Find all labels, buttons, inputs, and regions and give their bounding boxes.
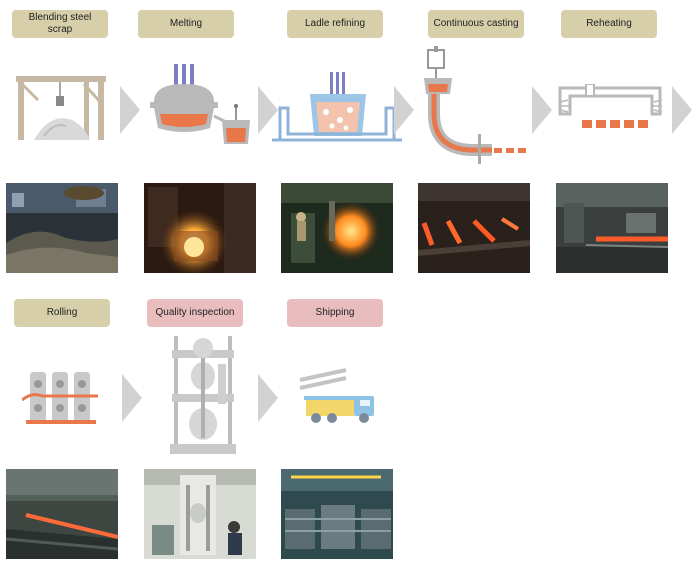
testing-machine-illustration (170, 336, 236, 454)
continuous-casting-illustration (424, 46, 526, 164)
flow-arrow-1 (120, 86, 140, 134)
flow-arrow-6 (122, 374, 142, 422)
rolling-mill-illustration (22, 372, 98, 424)
label-continuous-casting: Continuous casting (428, 10, 524, 38)
ladle-refining-illustration (272, 72, 402, 142)
label-quality-inspection: Quality inspection (147, 299, 243, 327)
flow-arrow-5 (672, 86, 692, 134)
continuous-casting-photo (418, 183, 530, 273)
label-ladle-refining: Ladle refining (287, 10, 383, 38)
label-reheating: Reheating (561, 10, 657, 38)
quality-inspection-photo (144, 469, 256, 559)
label-blending-steel-scrap: Blending steel scrap (12, 10, 108, 38)
label-rolling: Rolling (14, 299, 110, 327)
flow-arrow-3 (394, 86, 414, 134)
flow-arrow-4 (532, 86, 552, 134)
reheating-furnace-illustration (558, 84, 663, 128)
shipping-truck-illustration (299, 368, 374, 423)
shipping-photo (281, 469, 393, 559)
electric-arc-furnace-illustration (150, 64, 250, 144)
melting-furnace-photo (144, 183, 256, 273)
label-shipping: Shipping (287, 299, 383, 327)
rolling-photo (6, 469, 118, 559)
flow-arrow-7 (258, 374, 278, 422)
ladle-refining-photo (281, 183, 393, 273)
flow-arrow-2 (258, 86, 278, 134)
reheating-photo (556, 183, 668, 273)
scrap-yard-illustration (16, 76, 106, 140)
label-melting: Melting (138, 10, 234, 38)
scrap-yard-photo (6, 183, 118, 273)
